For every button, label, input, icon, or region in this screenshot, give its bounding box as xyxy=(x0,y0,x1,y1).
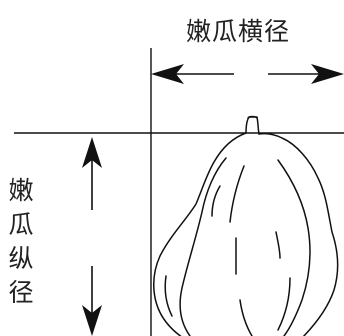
squash-rib xyxy=(229,165,245,223)
squash-rib xyxy=(275,231,281,259)
squash-rib xyxy=(164,275,173,317)
length-label: 嫩瓜纵径 xyxy=(8,176,34,307)
squash-rib xyxy=(277,277,291,331)
width-dimension-arrow xyxy=(151,64,344,84)
squash-illustration xyxy=(153,115,339,336)
width-label: 嫩瓜横径 xyxy=(186,17,291,46)
squash-rib xyxy=(277,159,311,336)
squash-rib xyxy=(211,185,221,217)
squash-outline xyxy=(153,132,339,336)
squash-rib xyxy=(239,299,253,336)
squash-stem xyxy=(245,116,260,135)
length-dimension-arrow xyxy=(82,137,102,336)
squash-rib xyxy=(179,157,227,336)
